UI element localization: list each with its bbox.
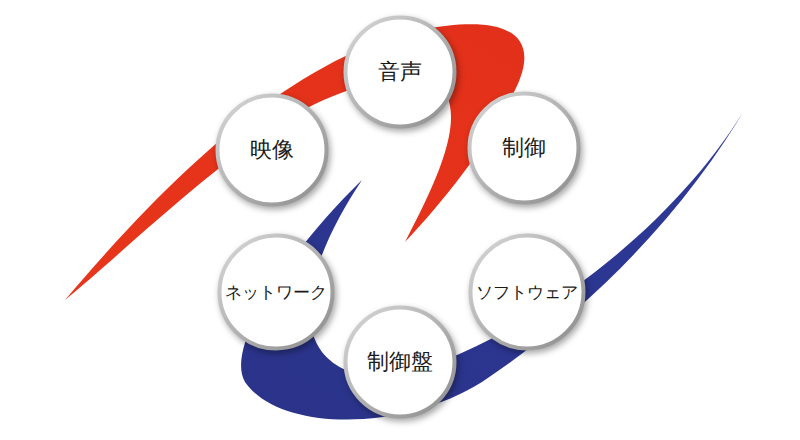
node-label: ソフトウェア: [476, 283, 578, 302]
circle-node: 制御: [467, 91, 581, 205]
circle-node: 映像: [215, 93, 329, 207]
circle-node: 制御盤: [343, 305, 457, 419]
node-label: 音声: [378, 60, 422, 84]
circle-shape: [346, 18, 455, 127]
circle-shape: [471, 236, 584, 349]
circle-shape: [346, 308, 455, 417]
node-label: ネットワーク: [225, 283, 327, 302]
circle-shape: [218, 96, 327, 205]
node-label: 映像: [250, 138, 294, 162]
circle-node: ソフトウェア: [468, 233, 586, 351]
node-label: 制御: [502, 136, 546, 160]
circle-node: 音声: [343, 15, 457, 129]
node-label: 制御盤: [367, 350, 433, 374]
circle-shape: [220, 236, 333, 349]
circle-shape: [470, 94, 579, 203]
circle-node: ネットワーク: [217, 233, 335, 351]
